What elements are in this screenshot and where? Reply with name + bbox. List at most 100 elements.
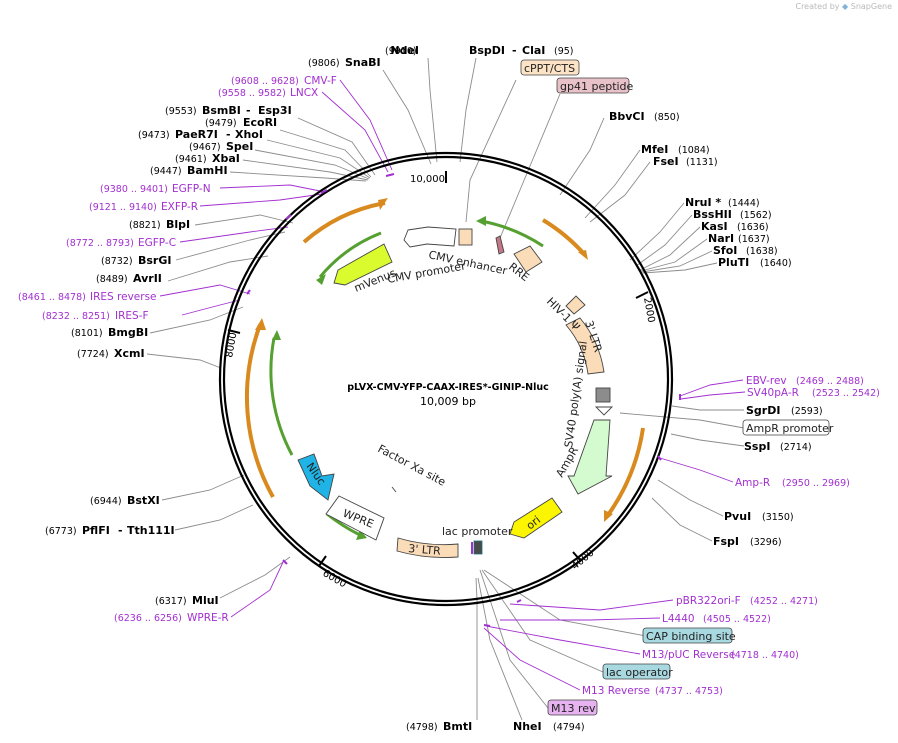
enzyme-sfoi[interactable]: SfoI: [713, 244, 737, 257]
enzyme-blpi[interactable]: BlpI: [166, 218, 190, 231]
box-cppt: [520, 59, 580, 76]
arrowhead-orange-3: [604, 510, 613, 522]
enzyme-spei[interactable]: SpeI: [226, 140, 253, 153]
primer-egfpn[interactable]: EGFP-N: [172, 183, 211, 195]
pos-sv40par: (2523 .. 2542): [812, 388, 880, 399]
backbone-outer: [218, 151, 674, 607]
enzyme-xhoi[interactable]: XhoI: [235, 128, 263, 141]
primer-iresrev[interactable]: IRES reverse: [90, 291, 157, 303]
enzyme-nrui[interactable]: NruI *: [685, 196, 721, 209]
enzyme-bsshii[interactable]: BssHII: [693, 208, 732, 221]
primer-ampr[interactable]: Amp-R: [735, 477, 770, 489]
enzyme-bsmbi[interactable]: BsmBI: [202, 104, 241, 117]
primer-m13puc[interactable]: M13/pUC Reverse: [642, 649, 735, 661]
pos-clai: (95): [554, 46, 574, 57]
enzyme-clai[interactable]: ClaI: [522, 44, 545, 57]
enzymes-right: BspDI - ClaI (95) BbvCI (850) MfeI (1084…: [469, 44, 823, 548]
pos-exfpr: (9121 .. 9140): [89, 202, 157, 213]
box-cap: [642, 627, 733, 644]
primer-l4440[interactable]: L4440: [662, 613, 695, 625]
enzyme-sgrdi[interactable]: SgrDI: [746, 404, 780, 417]
pos-pflfi: (6773): [45, 526, 77, 537]
leader-nari: [640, 238, 708, 272]
enzyme-mfei[interactable]: MfeI: [641, 143, 668, 156]
enzyme-fspi[interactable]: FspI: [713, 535, 739, 548]
mark-wpre: [282, 559, 288, 565]
primers: (9608 .. 9628) CMV-F (9558 .. 9582) LNCX…: [18, 75, 880, 697]
primer-leaders: [159, 79, 746, 691]
primer-lncx[interactable]: LNCX: [290, 87, 318, 99]
primer-exfpr[interactable]: EXFP-R: [161, 201, 198, 213]
primer-m13reverse[interactable]: M13 Reverse: [582, 685, 650, 697]
enzyme-nari[interactable]: NarI: [708, 232, 734, 245]
primer-egfpc[interactable]: EGFP-C: [138, 237, 176, 249]
leader-snabi: [382, 69, 432, 165]
enzyme-mlui[interactable]: MluI: [192, 594, 219, 607]
leader-mlui: [219, 556, 291, 599]
enzyme-paer7i[interactable]: PaeR7I: [175, 128, 218, 141]
pos-bstxi: (6944): [90, 496, 122, 507]
primer-ebvrev[interactable]: EBV-rev: [746, 375, 787, 387]
leader-pbr322: [509, 599, 674, 611]
boxlabel-m13rev[interactable]: M13 rev: [551, 702, 596, 715]
sep-pflfi: -: [118, 524, 123, 537]
sv40-shape: [595, 387, 611, 403]
enzyme-fsei[interactable]: FseI: [653, 155, 679, 168]
ltr5-shape: [565, 317, 605, 375]
arc-green-2: [480, 219, 544, 248]
enzyme-bamhi[interactable]: BamHI: [187, 164, 228, 177]
enzyme-kasi[interactable]: KasI: [701, 220, 728, 233]
primer-sv40par[interactable]: SV40pA-R: [747, 387, 799, 399]
enzyme-tth111i[interactable]: Tth111I: [127, 524, 175, 537]
boxlabel-lacop[interactable]: lac operator: [606, 666, 673, 679]
leader-ndei: [427, 57, 438, 163]
boxlabel-cap[interactable]: CAP binding site: [646, 630, 736, 643]
enzyme-bmti[interactable]: BmtI: [443, 720, 472, 733]
enzyme-ndei[interactable]: NdeI: [390, 44, 419, 57]
sep-bsmbi: -: [246, 104, 251, 117]
pos-ndei: (9910): [385, 46, 417, 57]
enzyme-sspi[interactable]: SspI: [744, 440, 770, 453]
boxlabel-cppt[interactable]: cPPT/CTS: [524, 62, 575, 75]
mark-egfpc: [285, 214, 292, 220]
arc-orange-1: [302, 201, 386, 244]
factor-xa-shape: [391, 486, 397, 493]
arrowhead-green-2: [476, 216, 486, 226]
ampr-shape: [567, 419, 613, 495]
primer-pbr322[interactable]: pBR322ori-F: [676, 595, 741, 607]
primer-iresf[interactable]: IRES-F: [115, 310, 149, 322]
pos-pbr322: (4252 .. 4271): [750, 596, 818, 607]
enzyme-xbai[interactable]: XbaI: [212, 152, 240, 165]
sep-paer7i: -: [226, 128, 231, 141]
enzyme-snabi[interactable]: SnaBI: [345, 56, 381, 69]
enzyme-bstxi[interactable]: BstXI: [127, 494, 160, 507]
enzyme-avrii[interactable]: AvrII: [133, 272, 162, 285]
primer-wprer[interactable]: WPRE-R: [187, 612, 229, 624]
leader-nrui: [629, 202, 685, 261]
boxlabel-amprpromoter[interactable]: AmpR promoter: [746, 422, 834, 435]
pos-bmti: (4798): [406, 722, 438, 733]
primer-cmvf[interactable]: CMV-F: [304, 75, 337, 87]
pos-xbai: (9461): [175, 154, 207, 165]
boxed-labels: cPPT/CTS gp41 peptide AmpR promoter CAP …: [520, 59, 834, 716]
enzyme-pluti[interactable]: PluTI: [718, 256, 749, 269]
leader-clai: [459, 57, 477, 163]
enzyme-bmgbi[interactable]: BmgBI: [108, 326, 148, 339]
leader-cap: [483, 569, 647, 637]
enzyme-bbvci[interactable]: BbvCI: [609, 110, 645, 123]
enzyme-pvui[interactable]: PvuI: [724, 510, 751, 523]
enzyme-nhei[interactable]: NheI: [513, 720, 542, 733]
arc-orange-4: [244, 324, 275, 498]
enzyme-ecori[interactable]: EcoRI: [243, 116, 277, 129]
enzyme-xcmi[interactable]: XcmI: [114, 347, 145, 360]
enzyme-bspdi[interactable]: BspDI: [469, 44, 505, 57]
enzyme-pflfi[interactable]: PflFI: [82, 524, 110, 537]
enzyme-bsrgi[interactable]: BsrGI: [138, 254, 171, 267]
boxlabel-gp41[interactable]: gp41 peptide: [560, 80, 634, 93]
pos-l4440: (4505 .. 4522): [703, 614, 771, 625]
pos-blpi: (8821): [129, 220, 161, 231]
enzyme-esp3i[interactable]: Esp3I: [258, 104, 292, 117]
leader-blpi: [194, 214, 294, 226]
pos-pluti: (1640): [760, 258, 792, 269]
leader-l4440: [500, 617, 661, 621]
